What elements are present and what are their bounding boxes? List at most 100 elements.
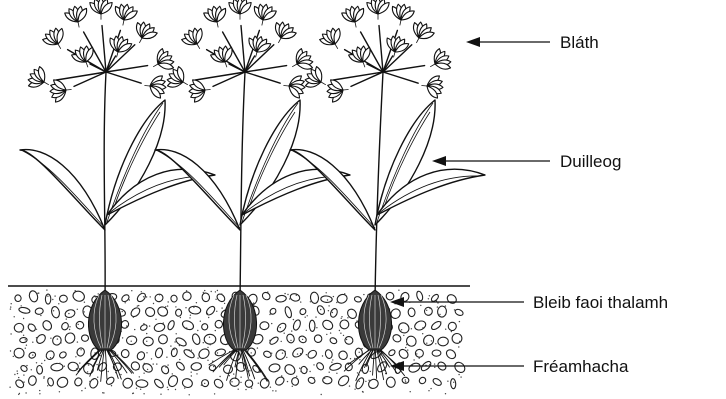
soil-stone [418, 376, 427, 385]
roots [76, 350, 133, 381]
roots [209, 350, 268, 381]
soil-stone [74, 377, 83, 387]
flower-head [110, 2, 140, 29]
soil-stone [215, 320, 223, 328]
soil-stone [268, 363, 280, 373]
soil-stone [315, 361, 325, 371]
soil-stone [67, 361, 79, 371]
soil-stone [422, 333, 436, 347]
soil-stone [438, 337, 449, 346]
flower-head [282, 72, 306, 100]
soil-stone [35, 333, 47, 345]
soil-stone [405, 335, 418, 348]
soil-stone [453, 360, 467, 374]
soil-stone [216, 293, 227, 304]
soil-stone [339, 319, 349, 329]
soil-stone [14, 294, 21, 302]
flower-head [49, 76, 73, 104]
soil-stone [60, 321, 69, 331]
soil-stone [158, 334, 169, 345]
soil-stone [27, 323, 37, 333]
soil-stone [47, 377, 54, 386]
soil-stone [197, 347, 211, 361]
soil-stone [291, 346, 305, 359]
soil-stone [82, 335, 89, 341]
soil-stone [175, 361, 186, 372]
soil-stone [322, 376, 332, 384]
soil-stone [299, 307, 307, 315]
soil-stone [286, 333, 296, 344]
flower-head [424, 45, 456, 79]
soil-stone [167, 320, 176, 331]
flower-head [188, 76, 212, 104]
soil-stone [329, 362, 342, 371]
soil-stone [329, 337, 338, 345]
soil-stone [274, 348, 287, 361]
soil-stone [261, 291, 271, 301]
soil-stone [289, 293, 300, 303]
soil-stone [20, 337, 28, 343]
soil-stone [63, 331, 76, 345]
leaf [155, 150, 240, 230]
soil-stone [344, 336, 354, 345]
soil-stone [201, 323, 209, 331]
flower-head [405, 18, 438, 49]
soil-stone [140, 324, 149, 332]
soil-stone [259, 321, 269, 330]
soil-stone [189, 306, 202, 315]
soil-stone [64, 309, 76, 319]
flower-head [178, 24, 212, 56]
soil-stone [167, 374, 179, 388]
soil-stone [397, 321, 411, 335]
soil-stone [274, 375, 286, 386]
soil-stone [144, 306, 157, 319]
bulb-label: Bleib faoi thalamh [533, 293, 668, 312]
soil-stone [408, 308, 416, 317]
flower-head [249, 2, 279, 29]
soil-stone [170, 295, 177, 303]
soil-stone [386, 292, 395, 301]
soil-stone [153, 378, 165, 390]
soil-stone [415, 349, 424, 358]
flower-pointer [466, 37, 550, 47]
soil-stone [452, 333, 462, 343]
soil-stone [204, 334, 216, 344]
soil-stone [28, 290, 39, 303]
soil-stone [321, 296, 333, 303]
soil-stone [329, 308, 338, 319]
soil-stone [413, 319, 427, 331]
soil-stone [201, 292, 210, 302]
soil-stone [424, 307, 433, 316]
soil-stone [292, 319, 302, 331]
flower-head [267, 18, 300, 49]
soil-stone [283, 363, 297, 377]
soil-stone [336, 293, 349, 305]
soil-stone [181, 319, 195, 331]
roots-label: Fréamhacha [533, 357, 629, 376]
flower-head [143, 72, 167, 100]
soil-stone [245, 380, 253, 388]
stem [104, 72, 106, 300]
soil-stone [136, 379, 148, 387]
soil-stone [454, 308, 464, 316]
soil-stone [306, 349, 318, 360]
soil-stone [432, 377, 443, 387]
soil-stone [388, 349, 396, 357]
soil-stone [325, 349, 334, 359]
soil-stone [205, 305, 216, 317]
soil-stone [445, 348, 458, 360]
soil-stone [28, 375, 37, 385]
soil-stone [432, 350, 441, 356]
soil-stone [14, 378, 25, 389]
flower-head [381, 33, 412, 61]
flower-head [365, 0, 391, 20]
stem [240, 72, 245, 300]
flower-head [62, 4, 92, 31]
flower-head [420, 72, 444, 100]
soil-stone [276, 322, 288, 334]
soil-stone [154, 347, 163, 358]
soil-stone [191, 362, 202, 371]
soil-stone [191, 333, 201, 345]
leaf-label: Duilleog [560, 152, 621, 171]
